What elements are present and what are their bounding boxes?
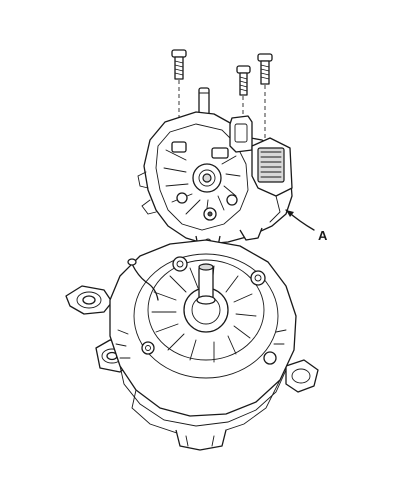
bolt-right [257, 53, 273, 140]
alternator-housing [65, 239, 319, 451]
regulator-heatsink [257, 147, 285, 183]
bolt-left [171, 49, 187, 122]
callout-leader [285, 209, 315, 231]
rear-cover-assembly [137, 87, 293, 251]
callout-label: A [318, 228, 328, 243]
bolt-middle [236, 65, 251, 128]
